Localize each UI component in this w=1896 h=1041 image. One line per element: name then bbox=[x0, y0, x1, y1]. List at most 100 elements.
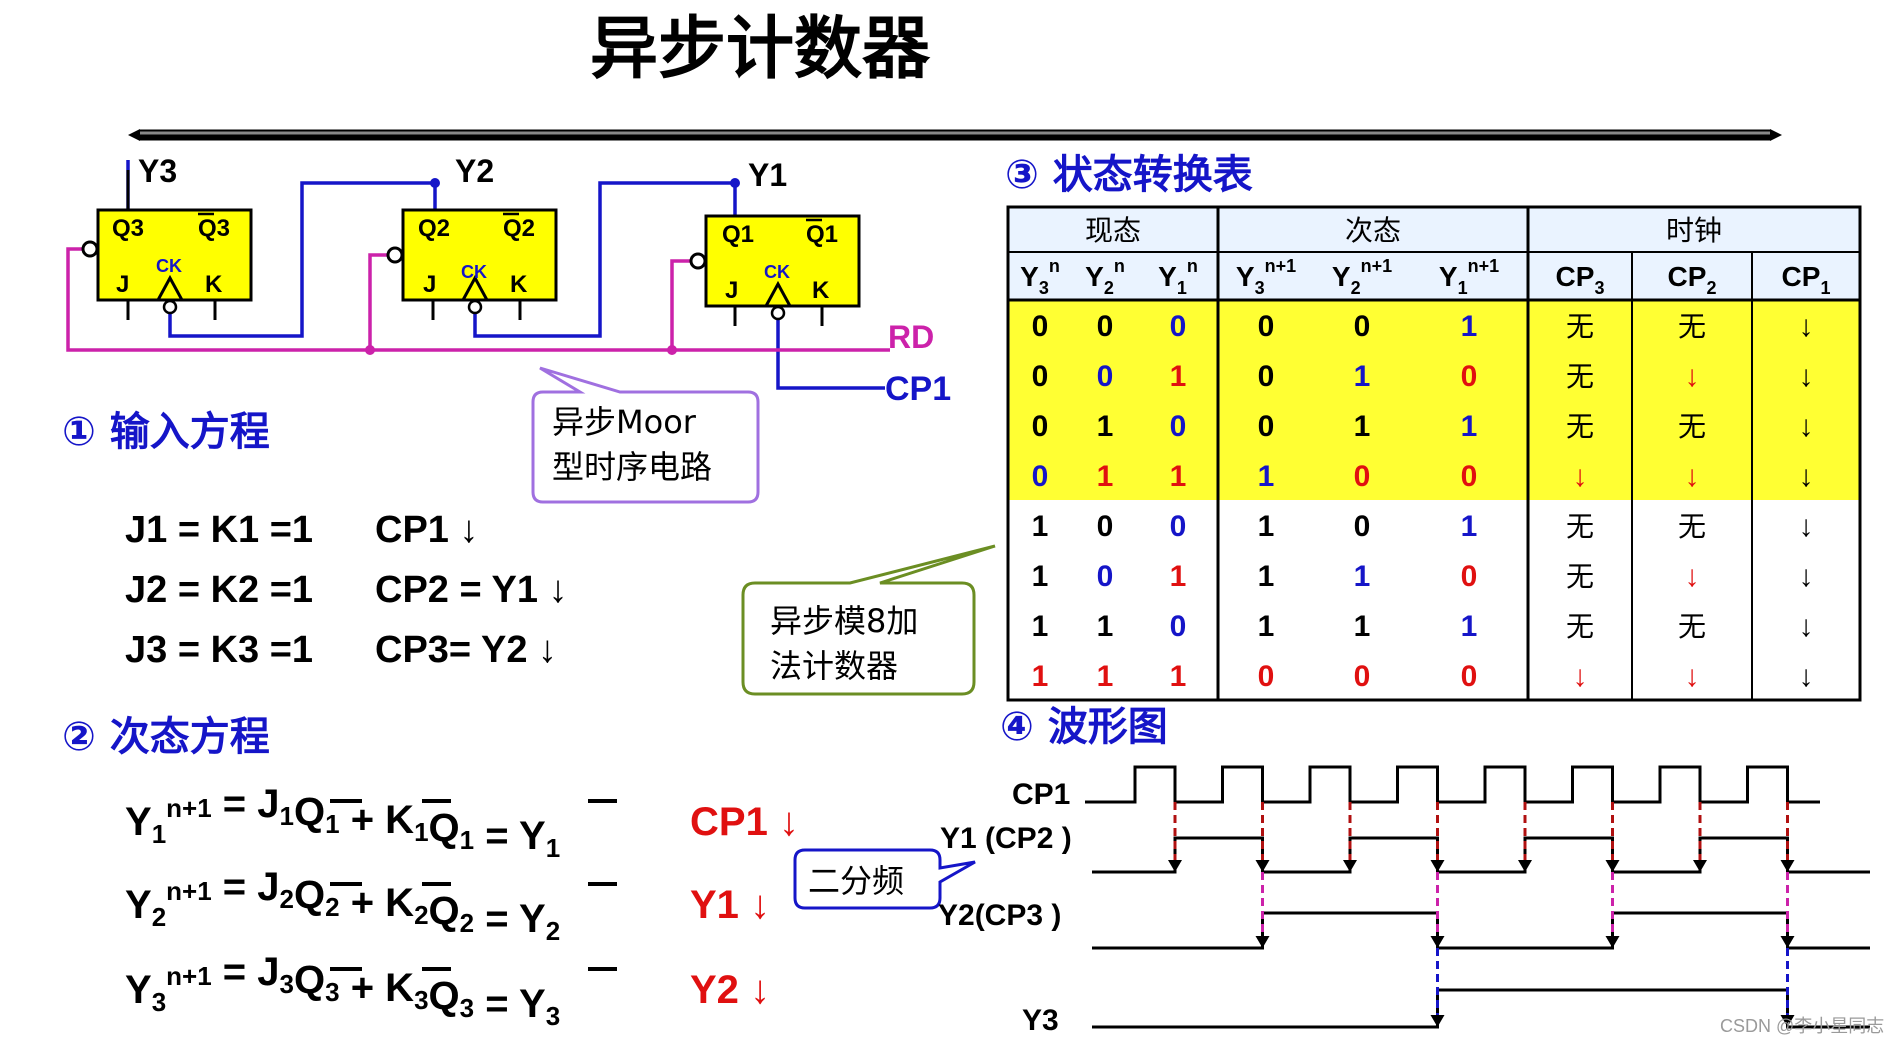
table-cell: 1 bbox=[1461, 410, 1478, 443]
title-underline bbox=[128, 129, 1782, 141]
table-col-header: Y2n+1 bbox=[1332, 256, 1392, 298]
table-cell: ↓ bbox=[1799, 560, 1814, 593]
table-cell: 无 bbox=[1678, 610, 1706, 643]
table-cell: 无 bbox=[1678, 310, 1706, 343]
table-col-header: CP2 bbox=[1668, 261, 1717, 298]
table-cell: 1 bbox=[1097, 610, 1114, 643]
table-cell: 1 bbox=[1097, 660, 1114, 693]
table-cell: ↓ bbox=[1799, 660, 1814, 693]
table-cell: ↓ bbox=[1573, 460, 1588, 493]
table-cell: 0 bbox=[1258, 310, 1275, 343]
ff3-j-label: J bbox=[116, 271, 129, 298]
input-eq-2-jk: J2 = K2 =1 bbox=[125, 569, 313, 611]
ff3-qbar-label: Q3 bbox=[198, 215, 230, 242]
table-cell: 0 bbox=[1461, 560, 1478, 593]
table-cell: 1 bbox=[1461, 510, 1478, 543]
wave-label-y1: Y1 (CP2 ) bbox=[940, 822, 1072, 855]
watermark: CSDN @李小星同志 bbox=[1720, 1016, 1884, 1036]
table-cell: 1 bbox=[1258, 510, 1275, 543]
table-cell: 1 bbox=[1354, 410, 1371, 443]
waveform-diagram bbox=[1085, 765, 1870, 1029]
table-cell: 无 bbox=[1566, 310, 1594, 343]
wave-label-y3: Y3 bbox=[1022, 1004, 1059, 1037]
callout-mod8-line2: 法计数器 bbox=[770, 647, 898, 685]
table-cell: 0 bbox=[1354, 310, 1371, 343]
callout-divide: 二分频 bbox=[793, 848, 976, 910]
table-cell: 1 bbox=[1258, 610, 1275, 643]
wave-y1 bbox=[1092, 836, 1870, 874]
table-cell: ↓ bbox=[1799, 510, 1814, 543]
table-cell: 1 bbox=[1170, 460, 1187, 493]
input-eq-3-jk: J3 = K3 =1 bbox=[125, 629, 313, 671]
table-cell: 1 bbox=[1032, 660, 1049, 693]
ff1-k-label: K bbox=[812, 277, 830, 304]
table-cell: 无 bbox=[1566, 560, 1594, 593]
table-cell: 0 bbox=[1461, 460, 1478, 493]
table-cell: 0 bbox=[1032, 360, 1049, 393]
heading-waveform: ④ 波形图 bbox=[1000, 704, 1168, 750]
table-cell: 1 bbox=[1258, 560, 1275, 593]
table-cell: ↓ bbox=[1799, 360, 1814, 393]
table-cell: 0 bbox=[1170, 610, 1187, 643]
table-col-header: CP3 bbox=[1556, 261, 1605, 298]
table-cell: 0 bbox=[1097, 510, 1114, 543]
table-cell: ↓ bbox=[1799, 610, 1814, 643]
table-cell: 0 bbox=[1461, 360, 1478, 393]
callout-moore: 异步Moor 型时序电路 bbox=[531, 366, 760, 504]
table-cell: 0 bbox=[1097, 310, 1114, 343]
table-cell: 0 bbox=[1258, 660, 1275, 693]
heading-state-table: ③ 状态转换表 bbox=[1005, 152, 1253, 198]
table-cell: 0 bbox=[1097, 560, 1114, 593]
table-cell: 1 bbox=[1354, 360, 1371, 393]
input-eq-3-cp: CP3= Y2 ↓ bbox=[375, 629, 557, 671]
table-cell: 无 bbox=[1566, 610, 1594, 643]
table-cell: 1 bbox=[1032, 510, 1049, 543]
table-cell: 0 bbox=[1170, 310, 1187, 343]
table-cell: ↓ bbox=[1799, 460, 1814, 493]
callout-divide-text: 二分频 bbox=[808, 862, 904, 900]
output-y2-label: Y2 bbox=[455, 153, 494, 189]
table-cell: 0 bbox=[1354, 660, 1371, 693]
ff1-qbar-label: Q1 bbox=[806, 221, 838, 248]
heading-input-equations: ① 输入方程 bbox=[62, 409, 270, 455]
table-cell: 1 bbox=[1461, 310, 1478, 343]
next-state-1-clock: CP1 ↓ bbox=[690, 800, 799, 844]
table-cell: 0 bbox=[1032, 460, 1049, 493]
flip-flop-circuit: Q3 Q3 J K Q2 Q2 J K Q1 Q1 J K CK CK CK Y… bbox=[66, 153, 951, 408]
input-eq-1-cp: CP1 ↓ bbox=[375, 509, 478, 551]
wave-label-y2: Y2(CP3 ) bbox=[938, 899, 1061, 932]
table-cell: 0 bbox=[1170, 410, 1187, 443]
wave-label-cp1: CP1 bbox=[1012, 778, 1070, 811]
next-state-eq-3: Y3n+1 = J3Q3 + K3Q3 = Y3 bbox=[125, 950, 560, 1031]
table-cell: 1 bbox=[1032, 560, 1049, 593]
table-col-header: Y1n bbox=[1158, 256, 1198, 298]
ff1-ck-label: CK bbox=[764, 262, 790, 282]
input-eq-2-cp: CP2 = Y1 ↓ bbox=[375, 569, 568, 611]
ff1-q-label: Q1 bbox=[722, 221, 754, 248]
table-group-header: 现态 bbox=[1085, 214, 1141, 247]
ff2-j-label: J bbox=[423, 271, 436, 298]
table-cell: 无 bbox=[1566, 410, 1594, 443]
callout-mod8: 异步模8加 法计数器 bbox=[741, 544, 996, 696]
table-cell: ↓ bbox=[1573, 660, 1588, 693]
ff3-k-label: K bbox=[205, 271, 223, 298]
table-cell: 无 bbox=[1678, 510, 1706, 543]
page-title: 异步计数器 bbox=[590, 10, 931, 89]
table-col-header: Y3n+1 bbox=[1236, 256, 1296, 298]
table-cell: ↓ bbox=[1685, 460, 1700, 493]
output-y1-label: Y1 bbox=[748, 157, 787, 193]
table-cell: 0 bbox=[1097, 360, 1114, 393]
table-group-header: 时钟 bbox=[1666, 214, 1722, 247]
table-col-header: Y1n+1 bbox=[1439, 256, 1499, 298]
table-cell: 0 bbox=[1258, 410, 1275, 443]
table-cell: 0 bbox=[1032, 410, 1049, 443]
table-cell: 无 bbox=[1566, 360, 1594, 393]
table-cell: 无 bbox=[1678, 410, 1706, 443]
table-cell: ↓ bbox=[1799, 310, 1814, 343]
table-col-header: Y3n bbox=[1020, 256, 1060, 298]
table-col-header: Y2n bbox=[1085, 256, 1125, 298]
next-state-2-clock: Y1 ↓ bbox=[690, 883, 770, 927]
